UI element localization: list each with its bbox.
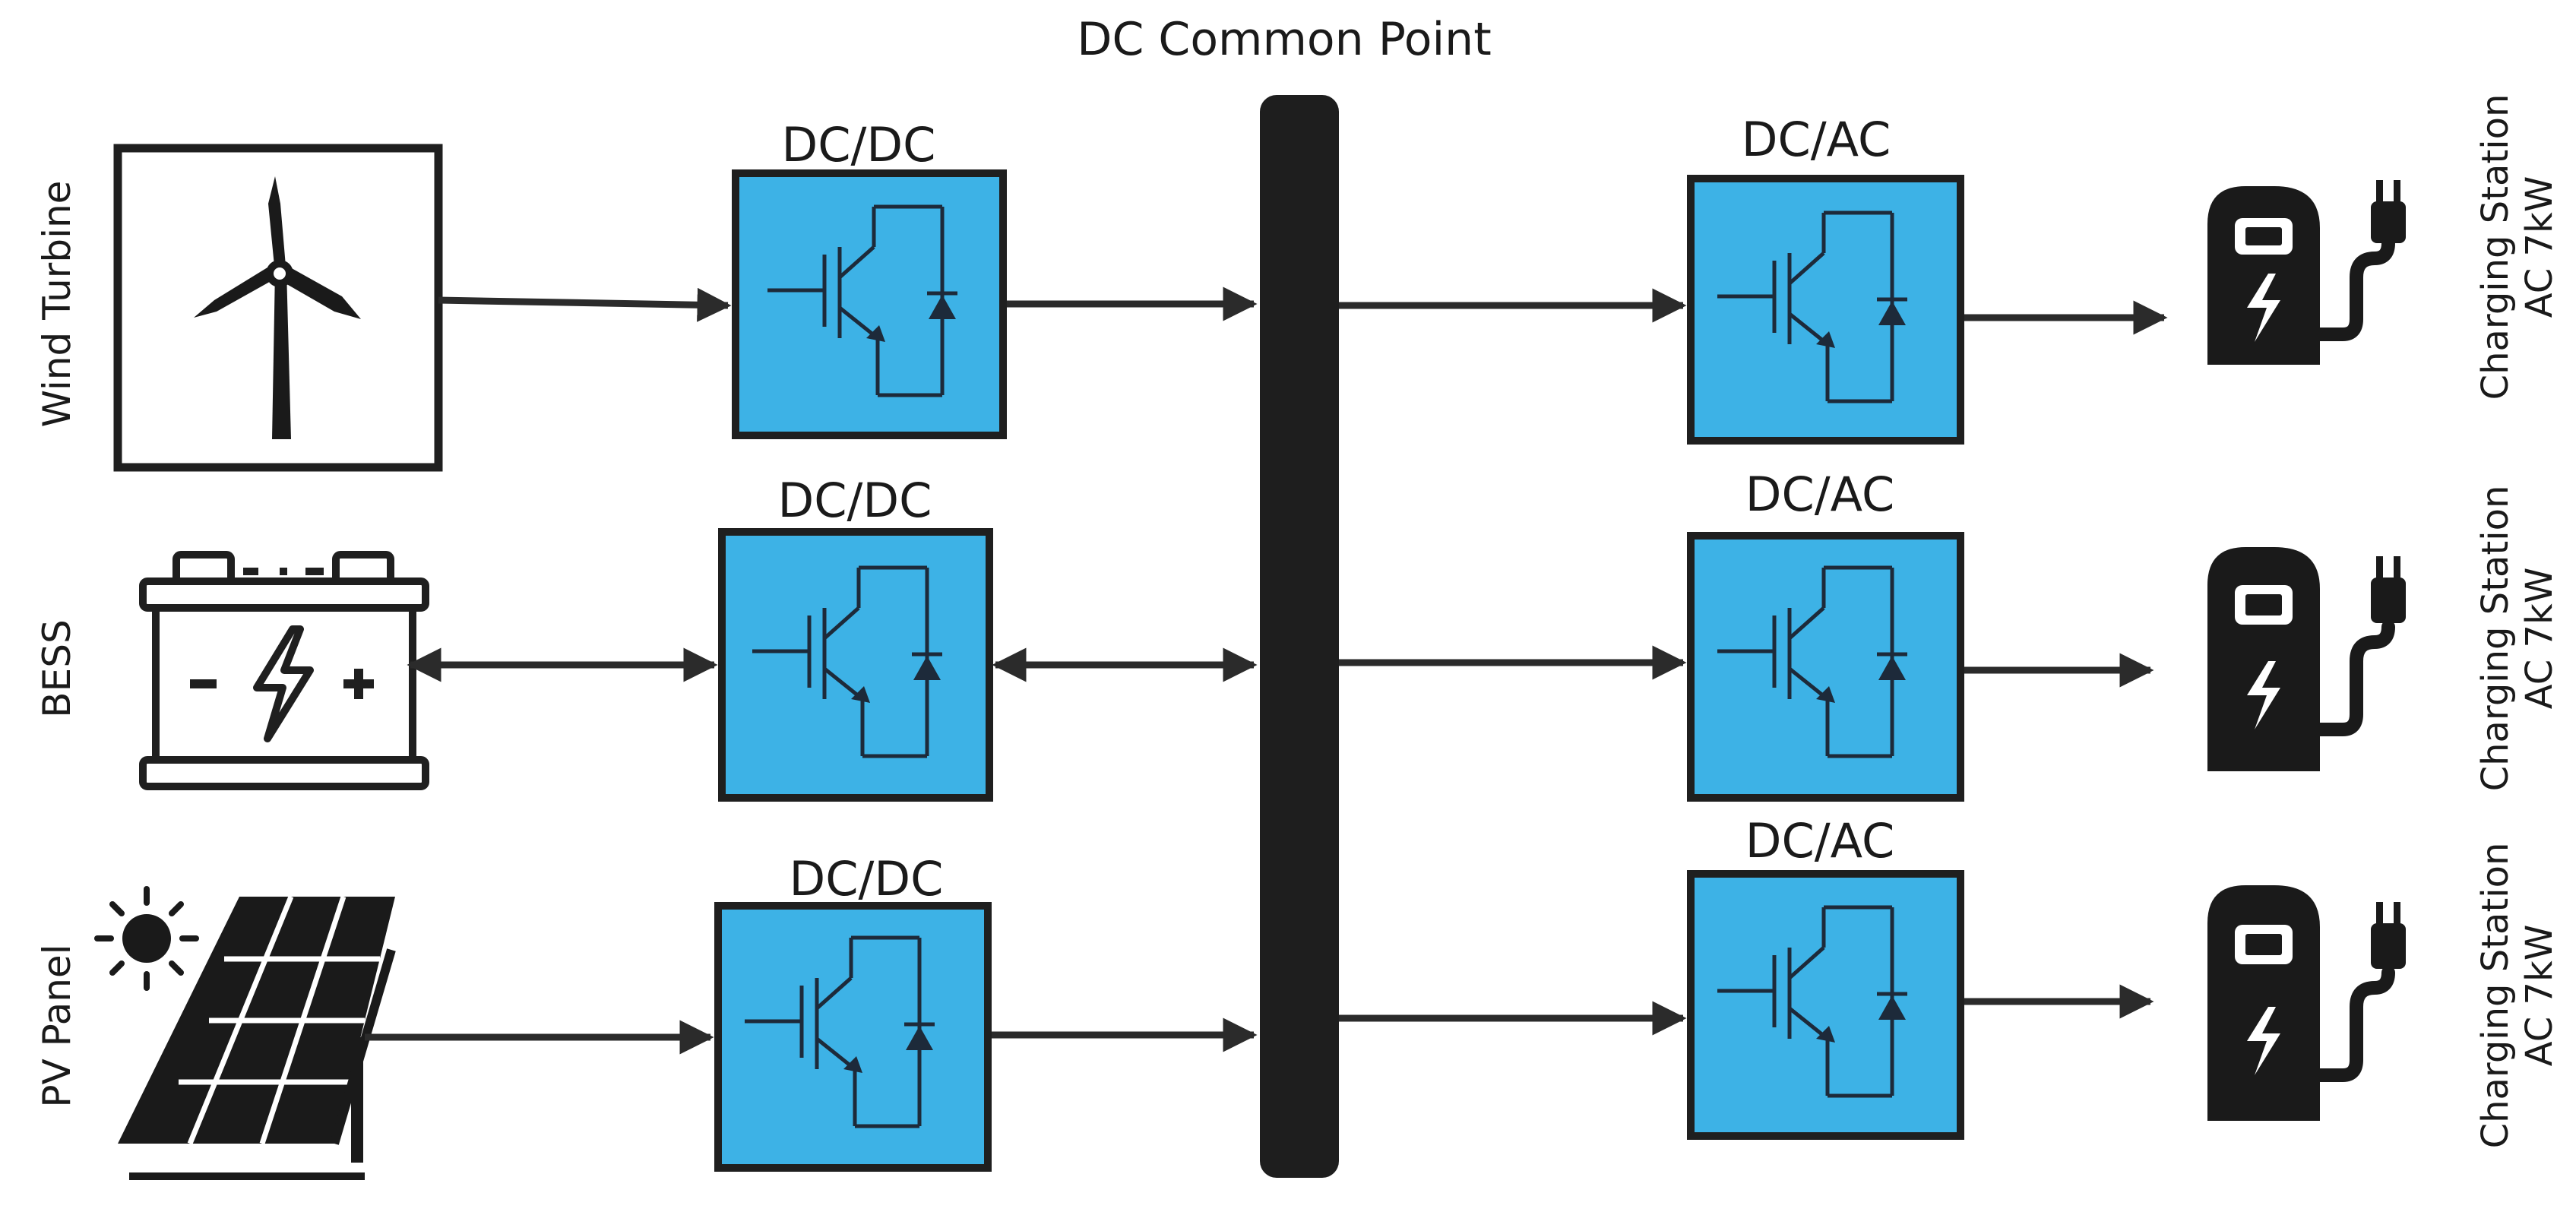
load-label-3-line1: Charging Station <box>2474 843 2517 1149</box>
dcac-label-1: DC/AC <box>1742 112 1891 167</box>
load-label-2-line1: Charging Station <box>2474 486 2517 792</box>
load-label-3-line2: AC 7kW <box>2518 925 2561 1067</box>
source-label-pv: PV Panel <box>35 944 79 1107</box>
bus-label: DC Common Point <box>1077 13 1491 66</box>
load-label-1-line2: AC 7kW <box>2518 176 2561 318</box>
dcdc-converter-1 <box>732 169 1007 439</box>
load-label-2: Charging Station AC 7kW <box>2474 486 2561 792</box>
connections <box>365 286 2168 1055</box>
dcac-label-2: DC/AC <box>1745 467 1895 522</box>
wind-turbine-icon <box>113 144 443 472</box>
load-label-2-line2: AC 7kW <box>2518 568 2561 710</box>
dcdc-label-1: DC/DC <box>782 117 936 172</box>
dcac-label-3: DC/AC <box>1745 813 1895 869</box>
ev-charger-icon <box>2207 547 2406 771</box>
solar-panel-icon <box>94 886 396 1180</box>
ev-charger-icon <box>2207 885 2406 1121</box>
dcac-converter-3 <box>1687 870 1964 1140</box>
load-label-1-line1: Charging Station <box>2474 94 2517 400</box>
dcdc-label-2: DC/DC <box>778 473 932 528</box>
dcac-converter-1 <box>1687 175 1964 445</box>
dc-bus-bar <box>1260 95 1339 1178</box>
dcac-converter-2 <box>1687 532 1964 802</box>
battery-icon <box>139 551 429 790</box>
dcdc-converter-3 <box>714 902 992 1172</box>
dcdc-label-3: DC/DC <box>790 851 944 907</box>
source-label-bess: BESS <box>35 619 79 717</box>
wind-to-dcdc-arrow <box>438 287 732 322</box>
source-label-wind: Wind Turbine <box>35 181 79 428</box>
dcdc-converter-2 <box>718 528 993 802</box>
load-label-3: Charging Station AC 7kW <box>2474 843 2561 1149</box>
load-label-1: Charging Station AC 7kW <box>2474 94 2561 400</box>
ev-charger-icon <box>2207 180 2406 365</box>
